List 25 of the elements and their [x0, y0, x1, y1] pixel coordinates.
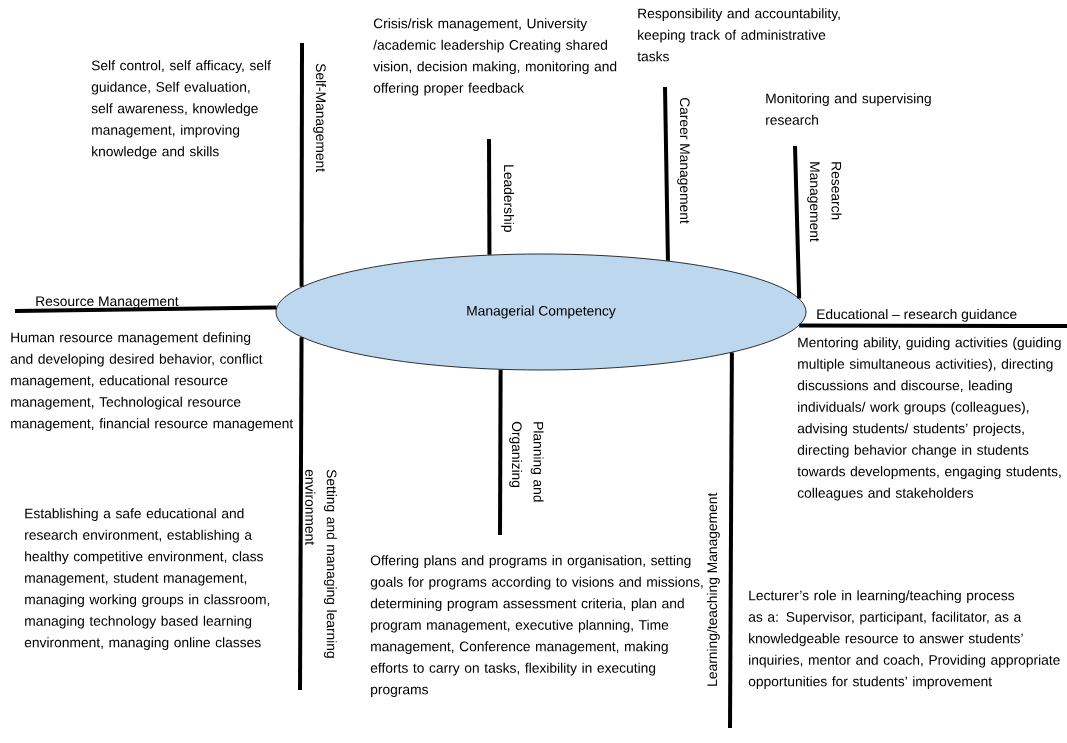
- spoke-line: [728, 352, 734, 728]
- description-text: Lecturer’s role in learning/teaching process as a: Supervisor, participant, facilitator, as a knowledgeable resource to answer students’ inquiries, mentor and coach, Providing appropriate opportunities for students’ improvement: [748, 590, 1060, 690]
- spoke-label: Setting and managing learning environment: [305, 469, 337, 658]
- description-text: Responsibility and accountability, keeping track of administrative tasks: [637, 8, 840, 62]
- description-text: Establishing a safe educational and research environment, establishing a healthy competitive environment, class management, student management, managing working groups in classroom, managing technology based learning environment, managing online classes: [24, 508, 270, 651]
- spoke-label: Career Management: [677, 97, 690, 224]
- spoke-line: [663, 86, 670, 261]
- description-text: Monitoring and supervising research: [766, 93, 931, 125]
- description-text: Self control, self afficacy, self guidance, Self evaluation, self awareness, knowledge management, improving knowledge and skills: [91, 60, 271, 160]
- spoke-line: [15, 305, 277, 313]
- spoke-line: [799, 323, 1067, 328]
- spoke-label: Leadership: [501, 165, 515, 232]
- spoke-line: [299, 43, 304, 287]
- spoke-line: [793, 145, 802, 299]
- spoke-label: Research Management: [807, 162, 842, 242]
- description-text: Crisis/risk management, University /academic leadership Creating shared vision, decision making, monitoring and offering proper feedback: [373, 18, 617, 96]
- spoke-line: [498, 369, 503, 535]
- spoke-label: Learning/teaching Management: [706, 492, 720, 686]
- spoke-label: Self-Management: [313, 63, 327, 172]
- spoke-label: Resource Management: [36, 296, 179, 309]
- spoke-label: Planning and Organizing: [509, 421, 544, 502]
- spoke-label: Educational – research guidance: [817, 308, 1017, 322]
- spoke-line: [298, 337, 304, 690]
- spoke-line: [487, 139, 492, 255]
- description-text: Offering plans and programs in organisation, setting goals for programs according to visions and missions, determining program assessment criteria, plan and program management, executive planning, Time management, Conference management, making efforts to carry on tasks, flexibility in executing programs: [370, 555, 703, 698]
